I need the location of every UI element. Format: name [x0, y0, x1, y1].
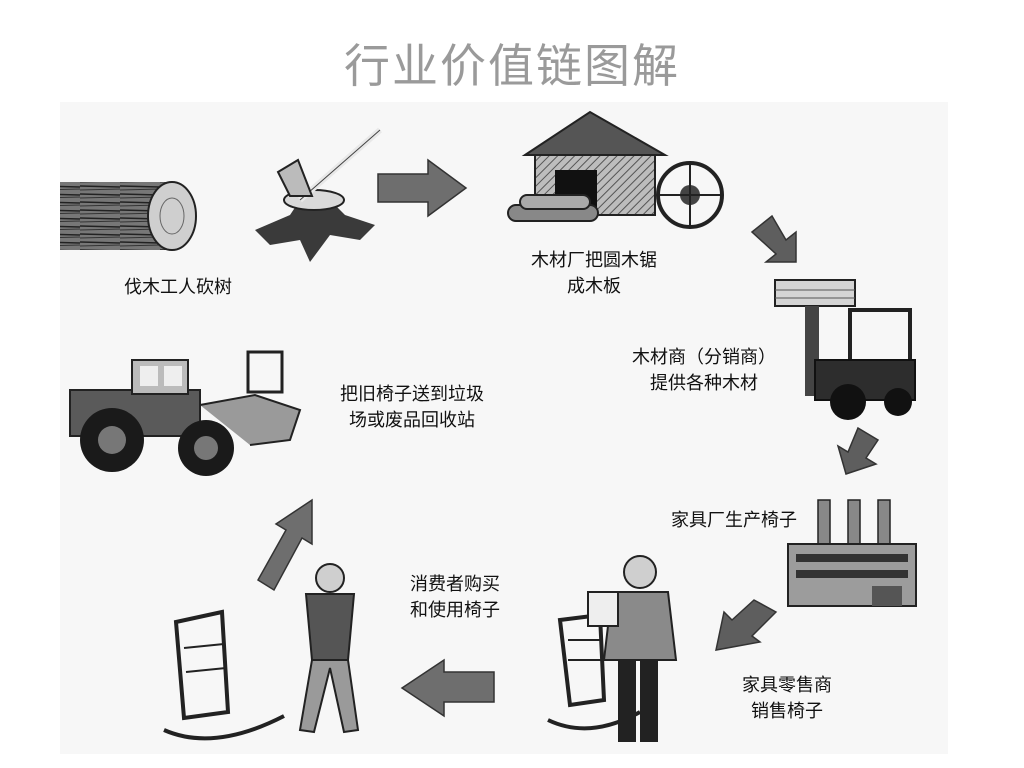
retailer-illustration [547, 555, 678, 742]
flow-arrow [750, 214, 797, 263]
flow-arrow [836, 426, 880, 475]
step-label-retailer-line1: 家具零售商 [742, 675, 832, 696]
step-label-logger: 伐木工人砍树 [124, 277, 232, 298]
flow-arrow [377, 158, 468, 218]
step-label-distributor-line2: 提供各种木材 [650, 373, 758, 394]
forklift-illustration [774, 279, 916, 420]
step-label-disposal-line2: 场或废品回收站 [349, 410, 475, 431]
flow-arrow [256, 498, 313, 592]
step-label-sawmill-line1: 木材厂把圆木锯 [531, 250, 657, 271]
factory-illustration [787, 499, 917, 607]
flow-arrow [715, 599, 778, 651]
step-label-retailer-line2: 销售椅子 [751, 701, 823, 722]
step-label-factory: 家具厂生产椅子 [671, 510, 797, 531]
step-label-consumer-line2: 和使用椅子 [410, 600, 500, 621]
log-illustration [60, 181, 197, 251]
consumer-illustration [163, 563, 360, 741]
step-label-disposal-line1: 把旧椅子送到垃圾 [340, 384, 484, 405]
step-label-sawmill-line2: 成木板 [567, 276, 621, 297]
step-label-distributor-line1: 木材商（分销商） [632, 347, 776, 368]
bulldozer-illustration [69, 350, 302, 476]
page-title: 行业价值链图解 [344, 39, 680, 93]
step-label-consumer-line1: 消费者购买 [410, 574, 500, 595]
flow-arrow [400, 658, 495, 718]
tree-stump-axe-illustration [255, 127, 382, 262]
sawmill-illustration [507, 110, 724, 229]
